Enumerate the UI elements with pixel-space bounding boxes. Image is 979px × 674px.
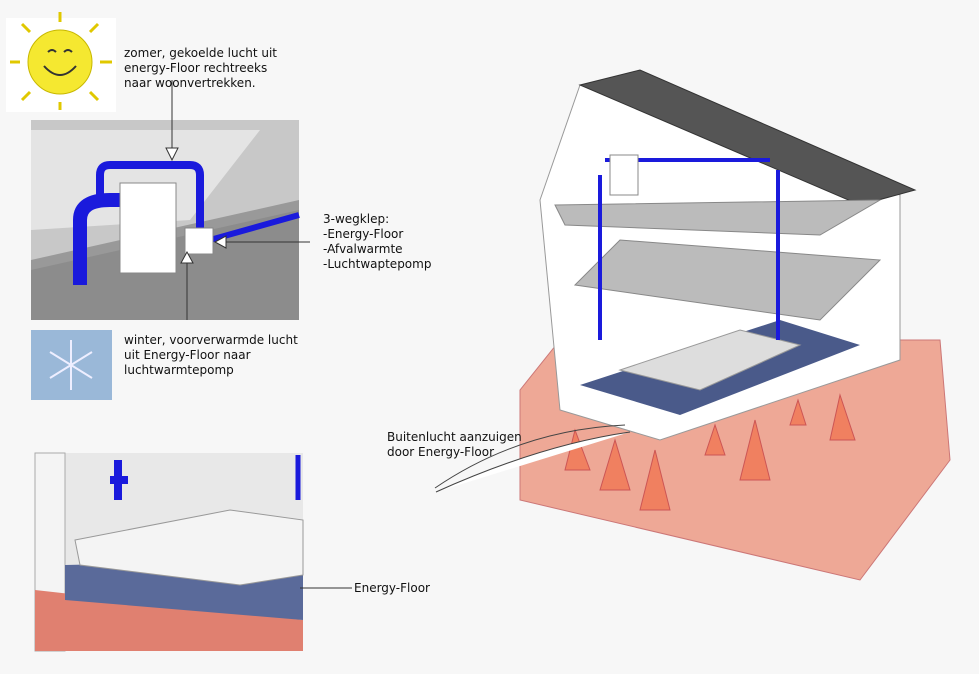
- valve-option: -Luchtwaptepomp: [323, 257, 432, 271]
- summer-label: zomer, gekoelde lucht uit energy-Floor r…: [124, 46, 277, 90]
- winter-label: winter, voorverwarmde lucht uit Energy-F…: [124, 333, 298, 377]
- house-cutaway: [434, 69, 951, 581]
- energy-floor-detail: [34, 452, 352, 652]
- valve-option: -Afvalwarmte: [323, 242, 403, 256]
- valve-option: -Energy-Floor: [323, 227, 404, 241]
- ventilation-unit-detail: [31, 80, 310, 320]
- sun-icon: [6, 12, 116, 112]
- snowflake-icon: [31, 330, 112, 400]
- energy-floor-label: Energy-Floor: [354, 581, 430, 595]
- outside-air-label: Buitenlucht aanzuigen door Energy-Floor: [387, 430, 522, 459]
- valve-title: 3-wegklep:: [323, 212, 390, 226]
